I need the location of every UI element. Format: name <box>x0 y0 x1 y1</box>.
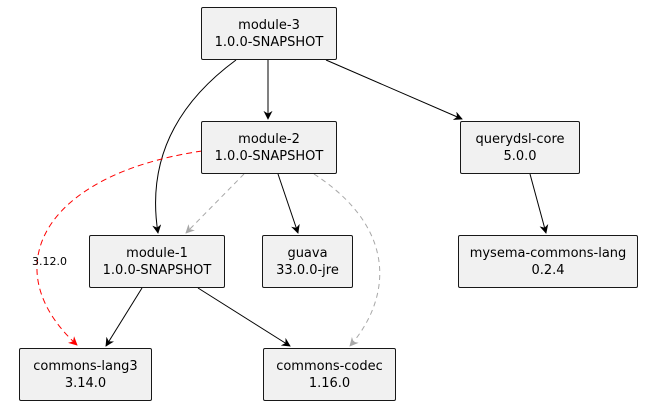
node-commons-codec-name: commons-codec <box>276 358 383 374</box>
node-module-3-version: 1.0.0-SNAPSHOT <box>214 34 324 50</box>
node-commons-codec-version: 1.16.0 <box>308 375 351 391</box>
node-commons-lang3[interactable]: commons-lang3 3.14.0 <box>19 348 152 401</box>
node-mysema-commons-lang-name: mysema-commons-lang <box>469 245 627 261</box>
node-mysema-commons-lang-version: 0.2.4 <box>531 262 565 278</box>
edge-label-conflict-version: 3.12.0 <box>32 255 67 268</box>
node-module-1-name: module-1 <box>126 245 188 261</box>
node-querydsl-core-version: 5.0.0 <box>503 148 537 164</box>
node-commons-codec[interactable]: commons-codec 1.16.0 <box>263 348 396 401</box>
node-module-3-name: module-3 <box>238 17 300 33</box>
edge-querydsl-mysema <box>529 173 549 234</box>
node-module-3[interactable]: module-3 1.0.0-SNAPSHOT <box>201 7 337 60</box>
edge-module2-module1 <box>185 173 245 234</box>
node-module-2-name: module-2 <box>238 131 300 147</box>
node-guava[interactable]: guava 33.0.0-jre <box>262 235 353 288</box>
node-module-2[interactable]: module-2 1.0.0-SNAPSHOT <box>201 121 337 174</box>
edge-module3-module1 <box>152 59 237 234</box>
node-commons-lang3-version: 3.14.0 <box>64 375 107 391</box>
edge-module2-guava <box>277 173 300 234</box>
node-commons-lang3-name: commons-lang3 <box>33 358 138 374</box>
node-querydsl-core[interactable]: querydsl-core 5.0.0 <box>460 121 580 174</box>
node-querydsl-core-name: querydsl-core <box>475 131 565 147</box>
edge-module3-querydsl <box>325 59 463 120</box>
edge-module2-codec <box>313 173 381 347</box>
node-module-1[interactable]: module-1 1.0.0-SNAPSHOT <box>89 235 225 288</box>
node-module-1-version: 1.0.0-SNAPSHOT <box>102 262 212 278</box>
node-guava-version: 33.0.0-jre <box>276 262 339 278</box>
node-guava-name: guava <box>287 245 328 261</box>
node-mysema-commons-lang[interactable]: mysema-commons-lang 0.2.4 <box>458 235 638 288</box>
edge-module1-codec <box>197 287 291 347</box>
node-module-2-version: 1.0.0-SNAPSHOT <box>214 148 324 164</box>
edge-module1-lang3 <box>105 287 143 347</box>
